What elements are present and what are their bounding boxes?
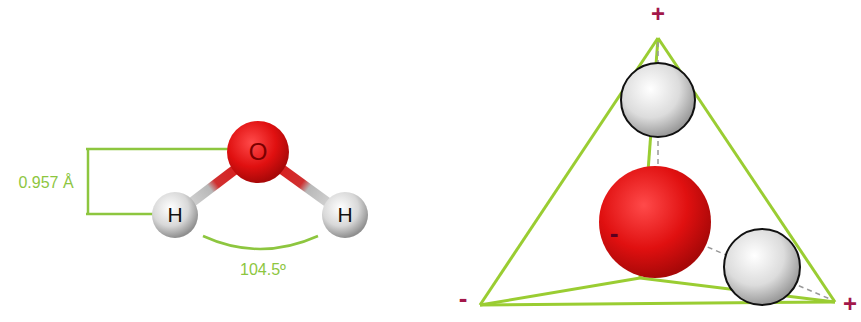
atom-symbol: H (337, 203, 352, 227)
oxygen-ball (599, 166, 711, 278)
charge-sign: - (610, 220, 619, 246)
angle-label: 104.5º (240, 262, 286, 278)
hydrogen-ball (724, 229, 800, 305)
angle-arc (203, 236, 318, 249)
tetrahedron (480, 38, 835, 305)
charge-sign: + (651, 2, 665, 26)
hydrogen-ball (621, 63, 695, 137)
hydrogen-atom: H (322, 192, 368, 238)
atom-symbol: O (249, 138, 268, 166)
dimension-label: 0.957 Å (18, 175, 73, 191)
atom-symbol: H (167, 203, 182, 227)
hydrogen-atom: H (152, 192, 198, 238)
charge-sign: + (843, 292, 857, 316)
oxygen-atom: O (227, 121, 289, 183)
bond (281, 168, 329, 203)
charge-sign: - (459, 285, 468, 311)
bond (191, 169, 236, 203)
